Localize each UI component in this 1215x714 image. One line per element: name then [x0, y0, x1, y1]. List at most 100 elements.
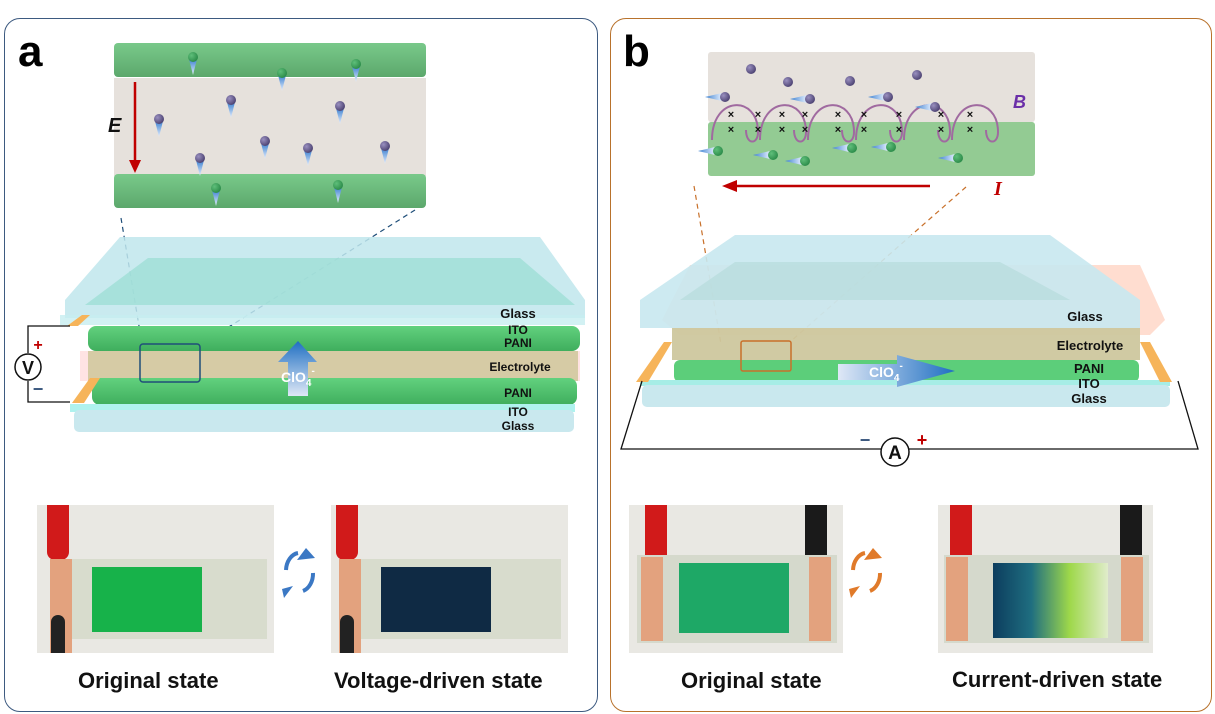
stack-label-ito: ITO — [1078, 376, 1099, 391]
field-cross-icon: × — [938, 124, 944, 136]
minus-sign: − — [33, 379, 44, 399]
electric-field-label: E — [108, 115, 122, 137]
copper-tape-left — [946, 557, 968, 641]
electrolyte — [88, 351, 578, 381]
ion-ball — [195, 153, 205, 163]
caption-original-state-b: Original state — [681, 668, 822, 693]
electrolyte — [672, 328, 1140, 360]
pani-film — [679, 563, 789, 633]
ion-tail — [304, 150, 312, 166]
stack-label-glass-bottom: Glass — [502, 419, 535, 433]
field-cross-icon: × — [835, 124, 841, 136]
ion-ball — [713, 146, 723, 156]
bottom-ito — [70, 404, 575, 412]
electrolyte-region — [114, 78, 426, 176]
ion-tail — [832, 144, 849, 152]
panel-a-voltage-driven — [4, 18, 598, 712]
bottom-glass — [74, 410, 574, 432]
ion-ball — [805, 94, 815, 104]
plus-sign: + — [33, 337, 42, 354]
ion-tail — [705, 93, 722, 101]
ion-tail — [155, 121, 163, 137]
ion-tail — [352, 66, 360, 82]
ion-ball — [226, 95, 236, 105]
ion-tail — [790, 95, 807, 103]
ion-tail — [938, 154, 955, 162]
ammeter-icon — [880, 437, 910, 467]
field-cross-icon: × — [802, 109, 808, 121]
ion-ball — [211, 183, 221, 193]
top-electrode-tab — [67, 315, 90, 326]
stack-label-glass-top: Glass — [1067, 309, 1102, 324]
ion-group — [154, 52, 390, 206]
wire-bottom — [27, 381, 70, 403]
zoom-region-box — [740, 340, 792, 372]
red-clip — [950, 505, 972, 563]
ion-arrow-right — [838, 355, 955, 387]
current-label: I — [993, 178, 1003, 200]
stack-label-electrolyte: Electrolyte — [489, 360, 551, 374]
ion-ball — [260, 136, 270, 146]
spiral-loop — [951, 104, 1000, 143]
wire-top — [27, 325, 70, 353]
ion-ball — [930, 102, 940, 112]
field-cross-icon: × — [779, 124, 785, 136]
field-cross-icon: × — [861, 109, 867, 121]
pani-film — [993, 563, 1108, 638]
ion-tail — [196, 160, 204, 176]
ion-tail — [212, 190, 220, 206]
pani-layer — [708, 122, 1035, 176]
pani-film — [92, 567, 202, 632]
field-cross-icon: × — [802, 124, 808, 136]
stack-label-pani: PANI — [1074, 361, 1104, 376]
panel-b-device-stack: ClO4- Glass Electrolyte PANI ITO Glass — [636, 235, 1172, 407]
voltmeter-circuit: V + − — [14, 325, 70, 403]
ion-label: ClO4- — [281, 366, 315, 389]
field-cross-icon: × — [755, 109, 761, 121]
black-clip — [340, 615, 354, 653]
ion-ball — [335, 101, 345, 111]
panel-a-diagram: E ClO4- Glass ITO PANI Electrolyte PANI … — [14, 43, 585, 433]
right-electrode-tab — [1140, 342, 1172, 382]
voltmeter-icon — [14, 353, 42, 381]
ion-tail — [698, 147, 715, 155]
ammeter-circuit: A − + — [620, 380, 1199, 467]
panel-a-letter: a — [18, 27, 43, 76]
ion-tail — [189, 59, 197, 75]
panel-a-device-stack: ClO4- Glass ITO PANI Electrolyte PANI IT… — [60, 237, 585, 433]
ion-ball — [847, 143, 857, 153]
field-cross-icon: × — [938, 109, 944, 121]
field-cross-icon: × — [861, 124, 867, 136]
red-clip — [336, 505, 358, 560]
field-cross-icon: × — [967, 124, 973, 136]
panel-a-inset: E — [108, 43, 426, 208]
spiral-loop — [759, 104, 808, 143]
panel-b-diagram: ×××××××××××××××××× B I ClO4- Glass Elect… — [620, 52, 1199, 467]
top-glass-inner — [680, 262, 1070, 300]
ion-ball — [800, 156, 810, 166]
caption-current-driven-state: Current-driven state — [952, 667, 1163, 692]
stack-label-ito-top: ITO — [508, 323, 528, 337]
ion-ball — [912, 70, 922, 80]
ion-tail — [381, 148, 389, 164]
top-ito — [60, 315, 585, 325]
stack-label-ito-bottom: ITO — [508, 405, 528, 419]
red-clip — [645, 505, 667, 563]
ion-tail — [915, 103, 932, 111]
top-pani — [88, 326, 580, 351]
spiral-loop — [807, 104, 856, 143]
ion-tail — [868, 93, 885, 101]
ion-ball — [303, 143, 313, 153]
stack-label-glass-bottom: Glass — [1071, 391, 1106, 406]
voltmeter-symbol: V — [22, 358, 34, 378]
stack-label-pani-bottom: PANI — [504, 386, 532, 400]
pani-film — [381, 567, 491, 632]
ion-tail — [336, 108, 344, 124]
photo-original-state-b — [629, 505, 843, 653]
photo-voltage-driven-state — [331, 505, 568, 653]
top-ito-surface — [85, 258, 575, 305]
spiral-loop — [711, 104, 760, 143]
bottom-pani — [92, 378, 577, 405]
ion-ball — [720, 92, 730, 102]
panel-b-current-driven — [610, 18, 1212, 712]
